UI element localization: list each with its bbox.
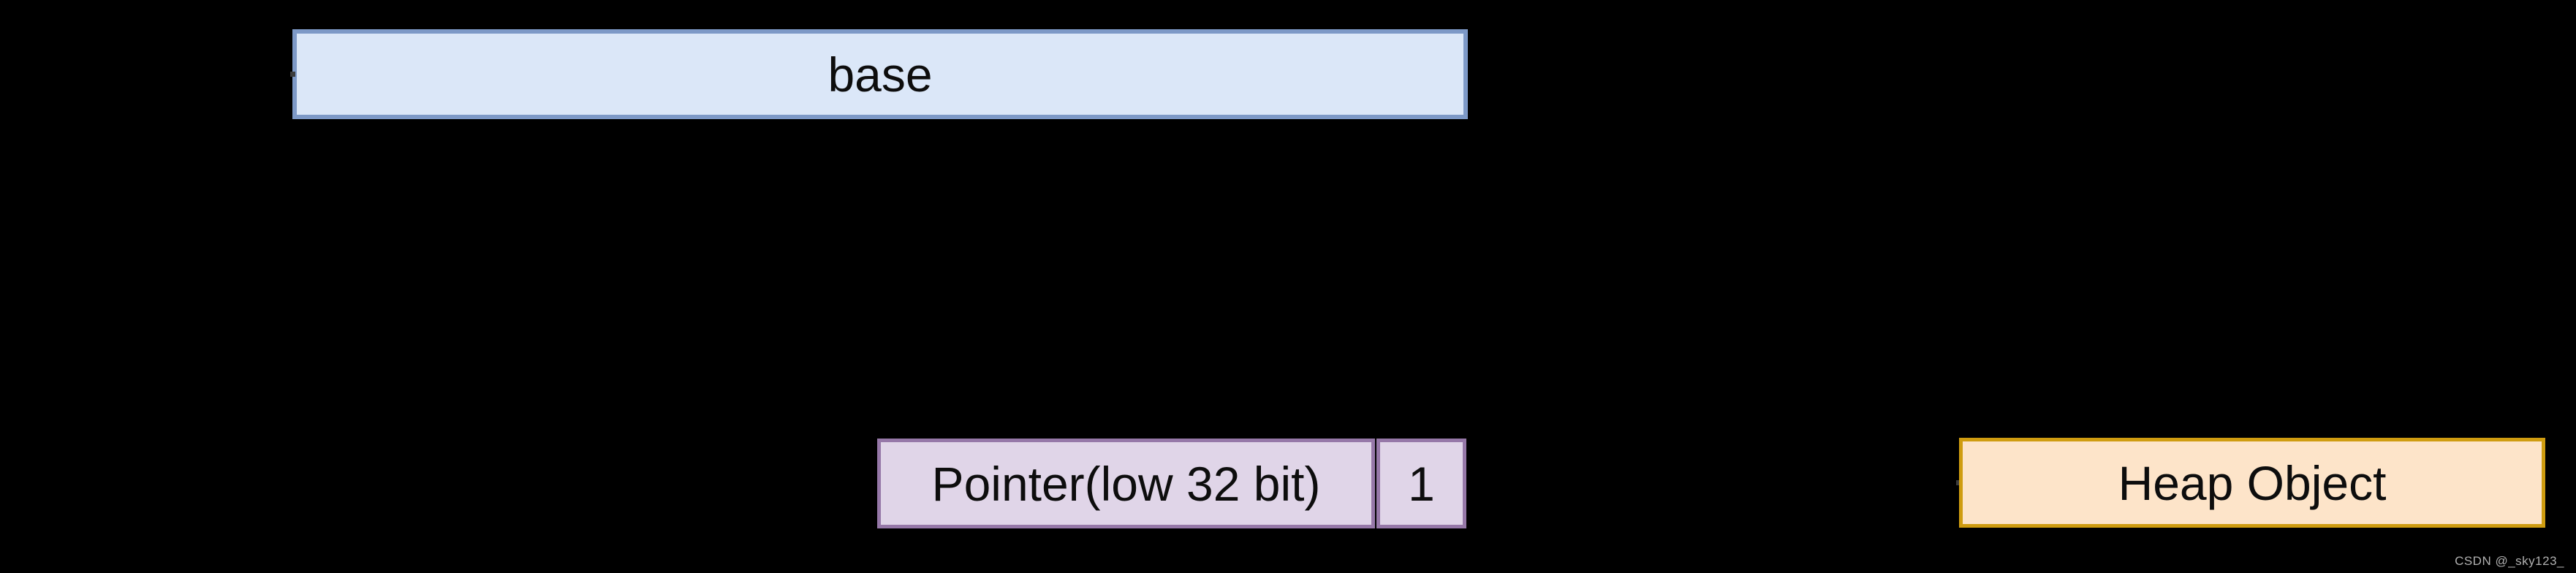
heap-object-box: Heap Object <box>1959 438 2545 528</box>
watermark-text: CSDN @_sky123_ <box>2455 554 2564 568</box>
base-box-label: base <box>827 47 933 102</box>
tag-bit-label: 1 <box>1408 456 1435 511</box>
arrow-tip-icon <box>1956 480 1961 485</box>
arrow-tip-icon <box>290 72 295 77</box>
compressed-pointer-box: Pointer(low 32 bit) 1 <box>877 439 1466 528</box>
heap-object-label: Heap Object <box>2118 455 2387 510</box>
base-box: base <box>292 29 1468 119</box>
pointer-value-label: Pointer(low 32 bit) <box>931 456 1321 511</box>
tag-bit-cell: 1 <box>1376 439 1466 528</box>
pointer-value-cell: Pointer(low 32 bit) <box>877 439 1375 528</box>
